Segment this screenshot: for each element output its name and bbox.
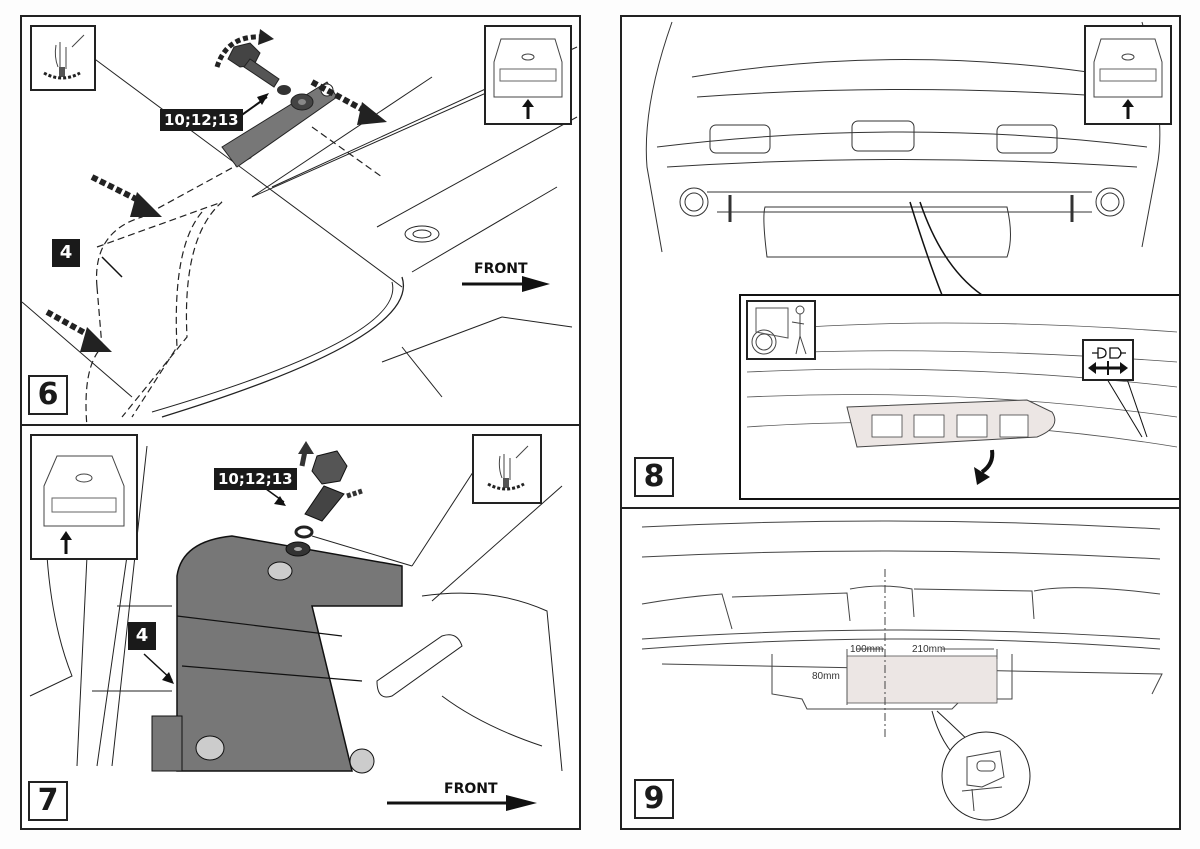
step-number: 8 bbox=[634, 457, 674, 497]
front-direction-label: FRONT bbox=[444, 781, 498, 797]
part-label: 4 bbox=[128, 622, 156, 650]
step-7-illustration bbox=[29, 441, 563, 811]
disconnect-connector-icon bbox=[1082, 339, 1134, 381]
car-rear-view-icon bbox=[484, 25, 572, 125]
car-rear-view-icon bbox=[30, 434, 138, 560]
front-direction-label: FRONT bbox=[474, 261, 528, 277]
step-9-panel: 100mm 210mm 80mm 9 bbox=[620, 507, 1181, 830]
dimension-height: 80mm bbox=[812, 671, 840, 682]
step-number: 7 bbox=[28, 781, 68, 821]
torque-label: 10;12;13 bbox=[214, 468, 297, 490]
car-rear-view-icon bbox=[1084, 25, 1172, 125]
dimension-offset: 100mm bbox=[850, 644, 884, 655]
mechanic-icon bbox=[746, 300, 816, 360]
jigsaw-icon bbox=[961, 750, 1005, 812]
step-number: 9 bbox=[634, 779, 674, 819]
step-8-panel: 8 bbox=[620, 15, 1181, 509]
hand-tighten-icon bbox=[30, 25, 96, 91]
step-number: 6 bbox=[28, 375, 68, 415]
bolt bbox=[227, 42, 314, 111]
part-label: 4 bbox=[52, 239, 80, 267]
step-6-panel: 10;12;13 4 FRONT 6 bbox=[20, 15, 581, 426]
step-6-illustration bbox=[22, 29, 578, 424]
torque-label: 10;12;13 bbox=[160, 109, 243, 131]
step-9-illustration bbox=[641, 520, 1163, 821]
step-7-panel: 10;12;13 4 FRONT 7 bbox=[20, 424, 581, 830]
hand-tighten-icon bbox=[472, 434, 542, 504]
dimension-width: 210mm bbox=[912, 644, 946, 655]
